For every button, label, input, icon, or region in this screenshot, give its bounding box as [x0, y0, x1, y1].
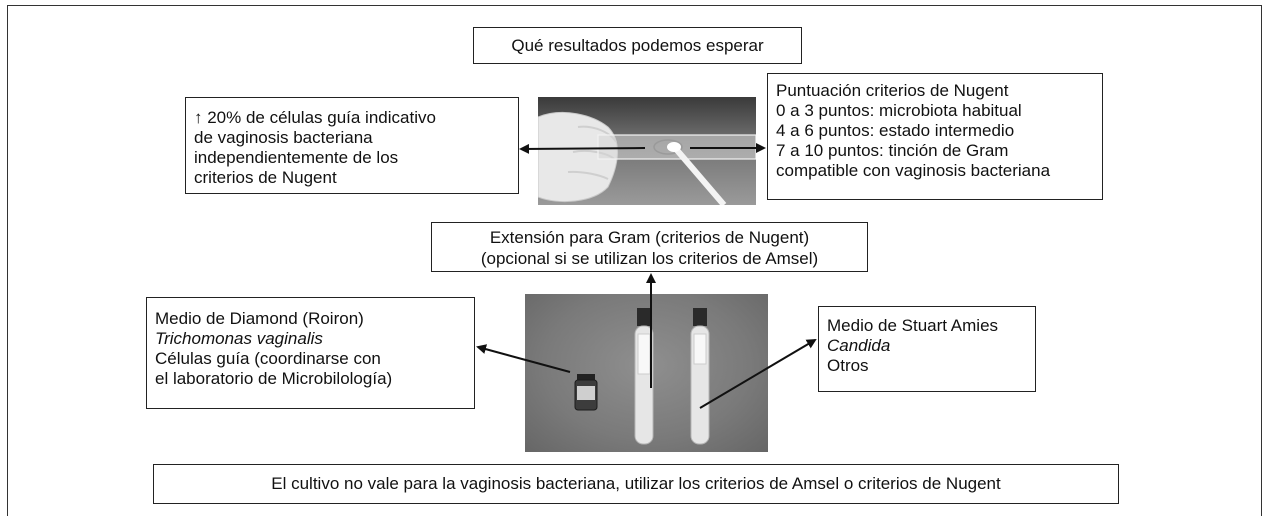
- swab-slide-illustration: [538, 111, 756, 205]
- diamond-medium-box: Medio de Diamond (Roiron) Trichomonas va…: [146, 297, 475, 409]
- stuart-line-3: Otros: [827, 356, 869, 375]
- stuart-line-2: Candida: [827, 336, 891, 355]
- clue-cells-line-2: de vaginosis bacteriana: [194, 128, 373, 147]
- gram-smear-box: Extensión para Gram (criterios de Nugent…: [431, 222, 868, 272]
- nugent-line-3: 4 a 6 puntos: estado intermedio: [776, 121, 1015, 140]
- nugent-line-4: 7 a 10 puntos: tinción de Gram: [776, 141, 1009, 160]
- nugent-line-1: Puntuación criterios de Nugent: [776, 81, 1009, 100]
- nugent-line-2: 0 a 3 puntos: microbiota habitual: [776, 101, 1022, 120]
- nugent-score-box: Puntuación criterios de Nugent 0 a 3 pun…: [767, 73, 1103, 200]
- gram-line-2: (opcional si se utilizan los criterios d…: [480, 249, 819, 268]
- clue-cells-line-4: criterios de Nugent: [194, 168, 337, 187]
- diamond-line-1: Medio de Diamond (Roiron): [155, 309, 364, 328]
- title-text: Qué resultados podemos esperar: [511, 36, 764, 55]
- arrow-to-clue-cells-box: [519, 143, 646, 154]
- footer-note-box: El cultivo no vale para la vaginosis bac…: [153, 464, 1119, 504]
- arrow-to-diamond-box: [476, 344, 571, 373]
- clue-cells-box: ↑ 20% de células guía indicativo de vagi…: [185, 97, 519, 194]
- clue-cells-line-3: independientemente de los: [194, 148, 399, 167]
- stuart-amies-box: Medio de Stuart Amies Candida Otros: [818, 306, 1036, 392]
- arrow-to-stuart-box: [699, 338, 817, 409]
- culture-tubes-photo: [525, 294, 768, 452]
- diamond-line-3: Células guía (coordinarse con: [155, 349, 381, 368]
- clue-cells-line-1: ↑ 20% de células guía indicativo: [194, 108, 436, 127]
- culture-tubes-illustration: [574, 308, 710, 445]
- title-box: Qué resultados podemos esperar: [473, 27, 802, 64]
- nugent-line-5: compatible con vaginosis bacteriana: [776, 161, 1051, 180]
- swab-slide-photo: [538, 97, 756, 205]
- footer-note-text: El cultivo no vale para la vaginosis bac…: [271, 474, 1001, 493]
- diamond-line-4: el laboratorio de Microbilología): [155, 369, 393, 388]
- gram-line-1: Extensión para Gram (criterios de Nugent…: [489, 228, 810, 247]
- diagram-frame: [7, 5, 1262, 516]
- diamond-line-2: Trichomonas vaginalis: [155, 329, 323, 348]
- stuart-line-1: Medio de Stuart Amies: [827, 316, 999, 335]
